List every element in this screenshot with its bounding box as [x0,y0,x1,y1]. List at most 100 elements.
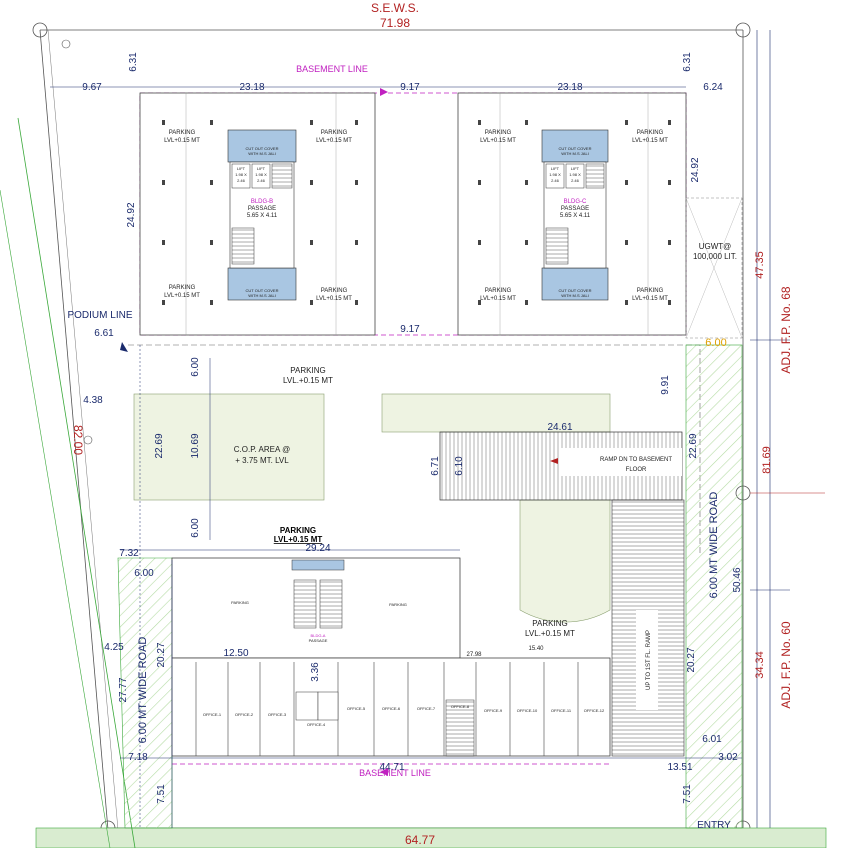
parking-c1: PARKING [485,130,512,136]
dim-23-18-a: 23.18 [239,82,264,93]
office-7: OFFICE-7 [417,706,436,711]
lift-c2-size: 1.98 X [569,172,581,177]
top-road-name: S.E.W.S. [371,1,419,15]
office-2: OFFICE-2 [235,712,254,717]
parking-b2: PARKING [321,130,348,136]
bldg-c-label: BLDG-C [564,199,587,205]
right-road-label: 6.00 MT WIDE ROAD [708,492,720,599]
dim-9-67: 9.67 [82,82,102,93]
left-total-dim: 82.00 [71,425,85,455]
dim-6-31-a: 6.31 [128,52,139,72]
passage-a: PASSAGE [309,638,328,643]
cop-label: C.O.P. AREA @ [234,445,290,454]
lift-b1-size: 1.98 X [235,172,247,177]
basement-line-bottom-label: BASEMENT LINE [359,768,431,778]
passage-b-size: 5.65 X 4.11 [247,213,278,219]
adj-fp-60: ADJ. F.P. No. 60 [779,621,793,708]
dim-6-24: 6.24 [703,82,723,93]
dim-20-27-b: 20.27 [686,647,697,672]
left-road-label: 6.00 MT WIDE ROAD [137,637,149,744]
lift-b2: LIFT [257,166,266,171]
dimension-lines [50,86,742,828]
cutout-c-bottom-2: WITH M.S JALI [561,293,589,298]
tower-block-b [139,92,376,336]
office-3: OFFICE-3 [268,712,287,717]
up-ramp-label: UP TO 1ST FL. RAMP [646,630,652,690]
bottom-width: 64.77 [405,833,435,847]
dim-22-69-a: 22.69 [154,433,165,458]
right-road-strip [685,344,743,829]
basement-arrow-bottom-icon [380,768,388,776]
dim-6-71: 6.71 [430,456,441,476]
parking-c3: PARKING [485,288,512,294]
ugwt-cross-2 [685,197,743,339]
office-6: OFFICE-6 [382,706,401,711]
dim-27-98: 27.98 [466,652,482,658]
dim-15-40: 15.40 [528,646,544,652]
cutout-b-bottom: CUT OUT COVER [246,288,279,293]
parking-c4: PARKING [637,288,664,294]
bldg-b-label: BLDG-B [251,199,273,205]
podium-line-label: PODIUM LINE [67,310,132,321]
office-5: OFFICE-5 [347,706,366,711]
cutout-c-top: CUT OUT COVER [559,146,592,151]
bottom-road-strip [35,827,827,848]
parking-c2: PARKING [637,130,664,136]
parking-a1: PARKING [231,600,249,605]
planting-area [381,393,611,433]
dim-9-91: 9.91 [660,375,671,395]
green-boundary-line-2 [0,189,111,848]
dim-44-71: 44.71 [379,762,404,773]
cutout-c-bottom: CUT OUT COVER [559,288,592,293]
ugwt-capacity: 100,000 LIT. [693,252,737,261]
dim-6-61: 6.61 [94,328,114,339]
dim-6-10: 6.10 [454,456,465,476]
green-boundary-line [17,117,136,848]
parking-b1-lvl: LVL+0.15 MT [164,138,200,144]
commercial-block-a [171,557,611,757]
dim-13-51: 13.51 [667,762,692,773]
parking-c3-lvl: LVL+0.15 MT [480,296,516,302]
basement-line-top-label: BASEMENT LINE [296,64,368,74]
lift-b1: LIFT [237,166,246,171]
dim-23-18-b: 23.18 [557,82,582,93]
parking-c2-lvl: LVL+0.15 MT [632,138,668,144]
curved-planting-area [519,499,611,623]
lift-b1-size2: 2.46 [237,178,246,183]
parking-b4: PARKING [321,288,348,294]
lift-c2: LIFT [571,166,580,171]
dim-24-61: 24.61 [547,422,572,433]
ugwt-area [685,197,743,339]
dim-3-02: 3.02 [718,752,738,763]
dim-6-01: 6.01 [702,734,722,745]
dim-12-50: 12.50 [223,648,248,659]
parking-c4-lvl: LVL+0.15 MT [632,296,668,302]
dim-6-00-a: 6.00 [190,357,201,377]
dim-27-77: 27.77 [118,677,129,702]
dim-9-17-a: 9.17 [400,82,420,93]
lift-b2-size2: 2.46 [257,178,266,183]
cop-level: + 3.75 MT. LVL [235,456,289,465]
lift-c1-size2: 2.46 [551,178,560,183]
dim-20-27-a: 20.27 [156,642,167,667]
ramp-floor: FLOOR [626,467,647,473]
ramp-arrow-icon [550,458,558,464]
dim-29-24: 29.24 [305,543,330,554]
tower-block-c [457,92,687,336]
passage-c: PASSAGE [561,206,589,212]
lift-c1-size: 1.98 X [549,172,561,177]
lift-c1: LIFT [551,166,560,171]
cutout-c-top-2: WITH M.S JALI [561,151,589,156]
office-10: OFFICE-10 [517,708,538,713]
parking-lower: PARKING [532,619,567,628]
parking-b2-lvl: LVL+0.15 MT [316,138,352,144]
dim-81-69: 81.69 [761,446,773,474]
passage-c-size: 5.65 X 4.11 [560,213,591,219]
dim-4-38: 4.38 [83,395,103,406]
dim-7-51-a: 7.51 [156,784,167,804]
dim-7-18: 7.18 [128,752,148,763]
office-1: OFFICE-1 [203,712,222,717]
dim-6-00-orange: 6.00 [705,337,726,349]
up-ramp-label-bg [636,610,658,710]
